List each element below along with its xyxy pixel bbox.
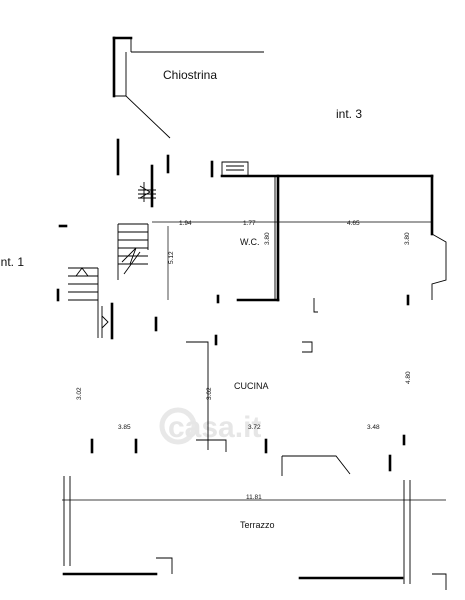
dimension-label: 3.02 <box>206 387 213 400</box>
dimension-label: 11.81 <box>246 494 262 501</box>
dimension-label: 5.12 <box>168 251 175 264</box>
dimension-lines <box>62 221 446 501</box>
room-label-wc: W.C. <box>240 237 260 247</box>
dimension-label: 4.65 <box>347 220 360 227</box>
watermark: casa.it <box>159 407 261 445</box>
dimension-label: 3.02 <box>76 387 83 400</box>
room-label-chiostrina: Chiostrina <box>163 68 217 82</box>
dimension-label: 3.48 <box>367 424 380 431</box>
room-label-int1: int. 1 <box>0 255 24 269</box>
dimension-label: 3.80 <box>404 232 411 245</box>
chiostrina-walls <box>112 36 264 139</box>
dimension-label: 3.85 <box>118 424 131 431</box>
lower-walls <box>62 434 447 590</box>
dimension-label: 1.77 <box>243 220 256 227</box>
room-label-cucina: CUCINA <box>234 381 269 391</box>
room-label-terrazzo: Terrazzo <box>240 520 275 530</box>
dimension-label: 3.80 <box>264 232 271 245</box>
upper-walls <box>154 160 447 450</box>
room-label-int3: int. 3 <box>336 107 362 121</box>
dimension-label: 4.80 <box>405 371 412 384</box>
watermark-text: casa.it <box>168 411 261 444</box>
staircase <box>56 138 170 340</box>
dimension-label: 3.72 <box>248 424 261 431</box>
dimension-label: 1.94 <box>179 220 192 227</box>
